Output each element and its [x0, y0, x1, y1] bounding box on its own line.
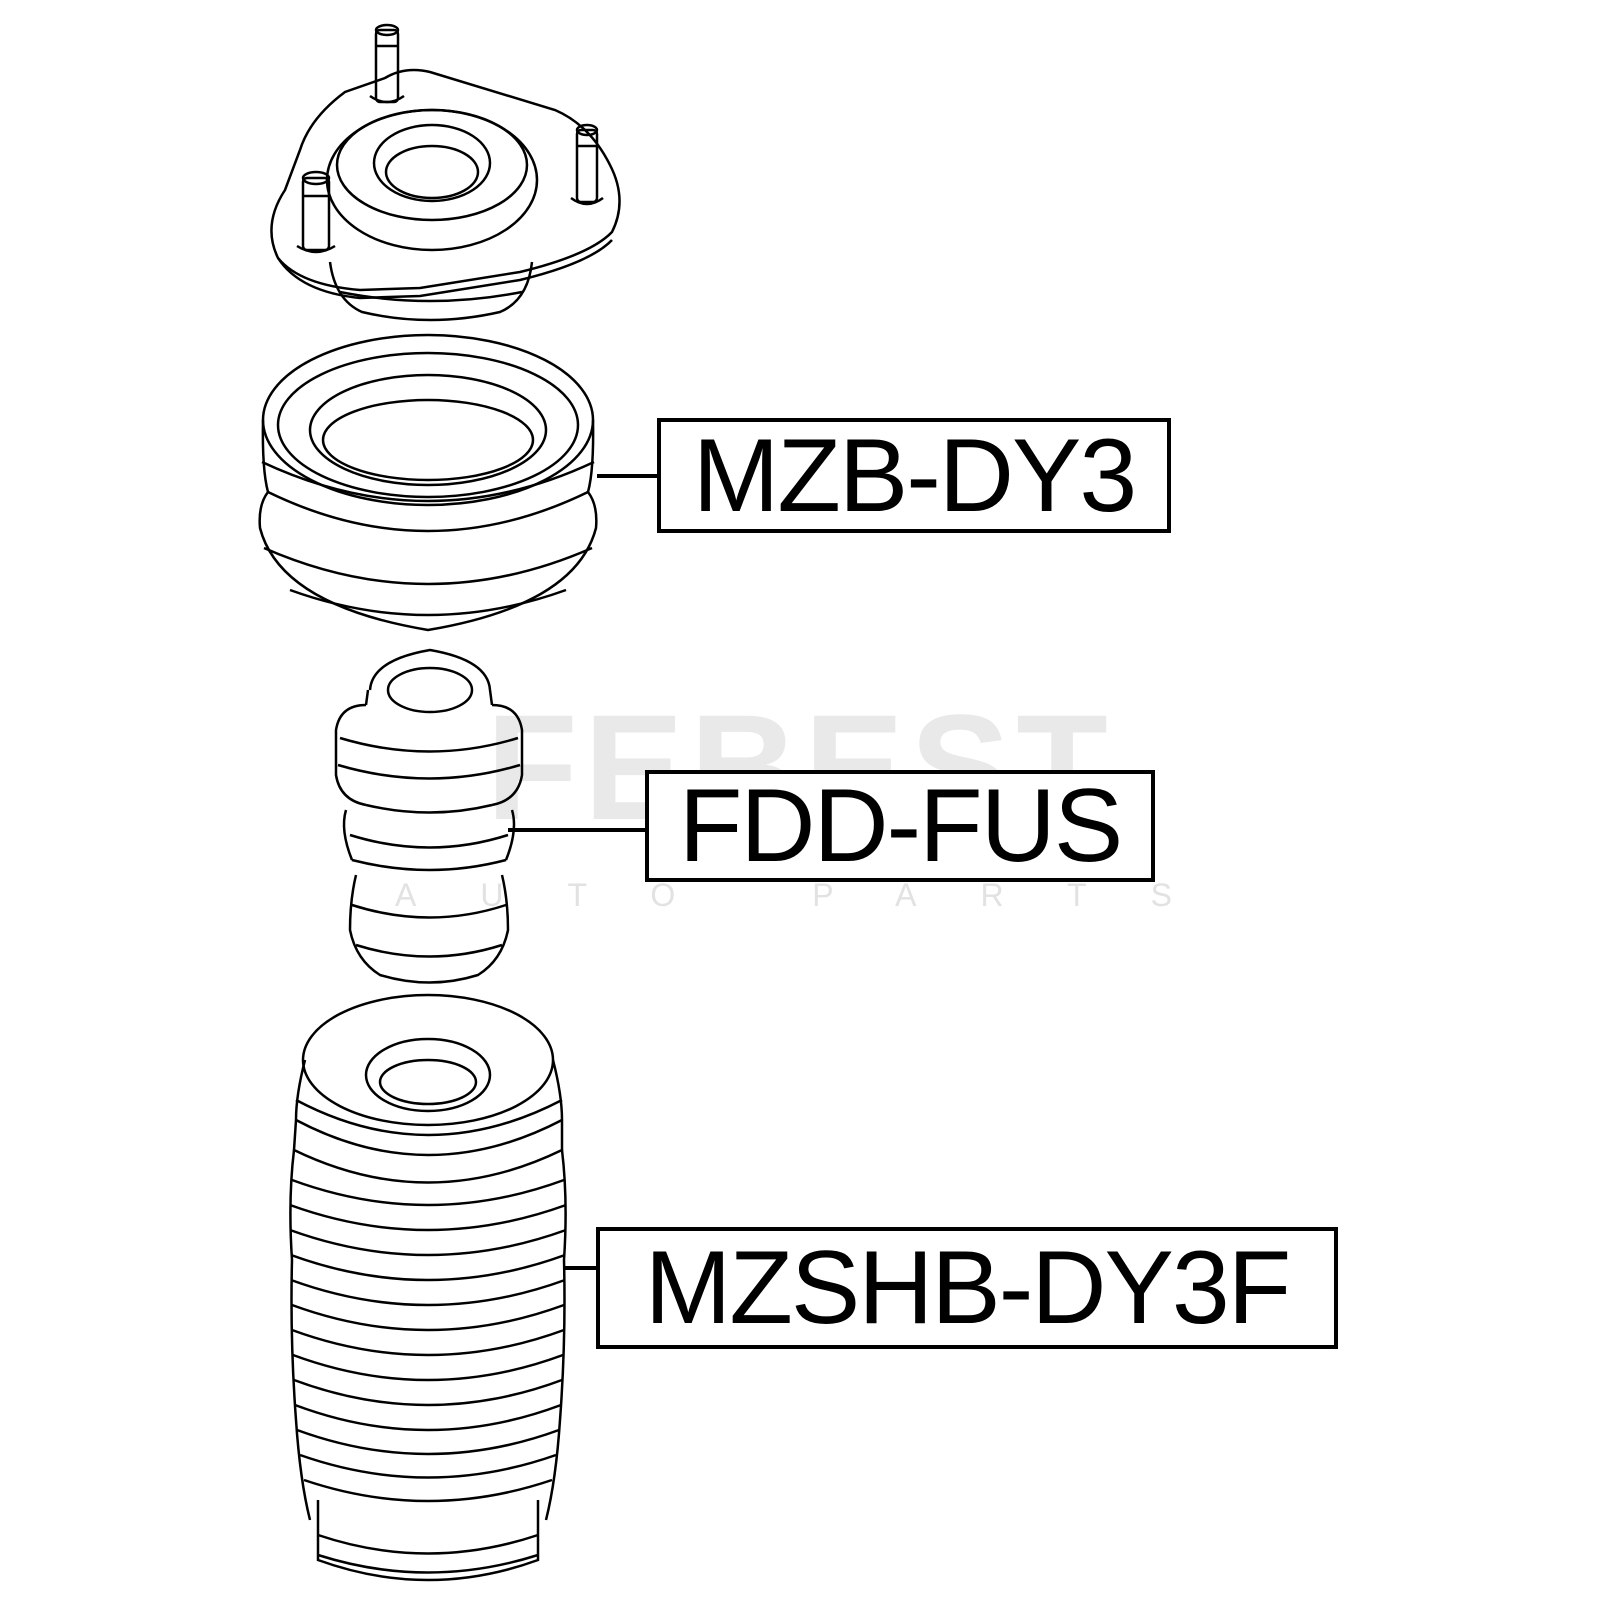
watermark-subtitle: AUTO PARTS — [395, 877, 1205, 913]
strut-mount-drawing — [270, 23, 621, 322]
strut-mount-stud — [570, 123, 604, 206]
bearing-drawing — [258, 333, 598, 632]
strut-mount-flange — [270, 68, 621, 292]
part-number-label: MZSHB-DY3F — [596, 1227, 1338, 1349]
strut-mount-stud — [296, 170, 336, 254]
strut-mount-hole — [372, 123, 492, 203]
part-number-label: MZB-DY3 — [657, 418, 1171, 533]
bump-stop-drawing — [334, 648, 524, 984]
strut-mount-stud — [369, 23, 405, 104]
dust-boot-drawing — [289, 993, 567, 1582]
bearing-inner-bore — [321, 398, 535, 482]
dust-boot-bellows-rings — [289, 1178, 567, 1503]
part-number-label: FDD-FUS — [645, 770, 1155, 882]
